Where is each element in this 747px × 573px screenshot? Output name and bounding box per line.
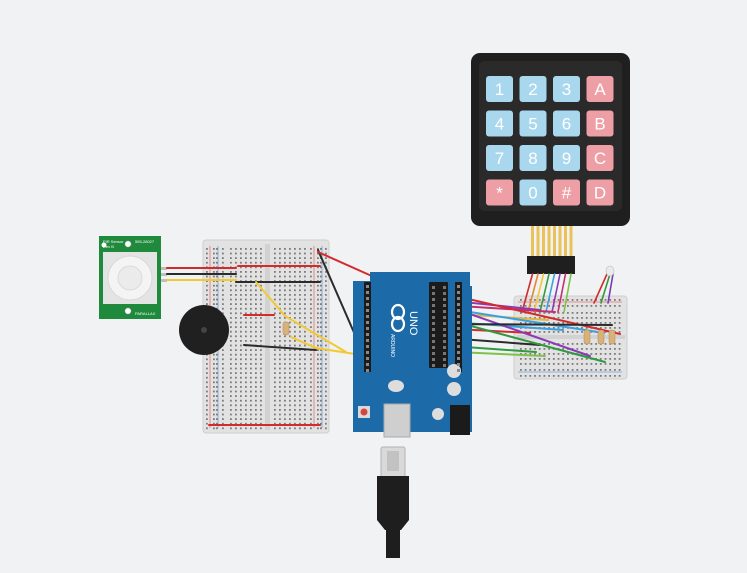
arduino-infinity-logo — [390, 303, 406, 333]
keypad-key-label: 1 — [495, 80, 504, 99]
keypad-key-C[interactable]: C — [586, 145, 614, 171]
keypad-key-label: 8 — [528, 149, 537, 168]
piezo-buzzer[interactable] — [179, 305, 229, 355]
keypad-key-label: 0 — [528, 184, 537, 203]
keypad-key-label: # — [562, 184, 572, 203]
keypad-key-7[interactable]: 7 — [486, 145, 513, 171]
keypad-key-label: 4 — [495, 115, 504, 134]
arduino-uno[interactable]: UNO ARDUINO — [353, 272, 472, 438]
keypad-key-*[interactable]: * — [486, 179, 513, 206]
keypad-key-3[interactable]: 3 — [553, 76, 580, 102]
keypad-key-2[interactable]: 2 — [519, 76, 547, 102]
arduino-brand-label: ARDUINO — [389, 334, 395, 357]
keypad-key-label: B — [594, 115, 605, 134]
pir-name-label: PIR Sensor — [103, 239, 124, 244]
arduino-board-label: UNO — [407, 311, 419, 336]
usb-cable[interactable] — [377, 446, 409, 558]
keypad-key-D[interactable]: D — [586, 179, 614, 206]
pir-rev-label: Rev B — [103, 244, 114, 249]
pir-model-label: 555-28027 — [135, 239, 155, 244]
keypad-key-label: D — [594, 184, 606, 203]
keypad-key-A[interactable]: A — [586, 76, 614, 102]
keypad-key-label: 7 — [495, 149, 504, 168]
keypad-key-5[interactable]: 5 — [519, 110, 547, 137]
pir-brand-label: PARALLAX — [135, 311, 156, 316]
keypad[interactable]: 1 2 3 A 4 5 6 B 7 8 9 C * 0 # D — [471, 53, 630, 274]
keypad-key-label: * — [496, 184, 503, 203]
keypad-key-8[interactable]: 8 — [519, 145, 547, 171]
keypad-key-label: A — [594, 80, 606, 99]
main-breadboard[interactable] — [202, 239, 330, 434]
keypad-key-label: 6 — [562, 115, 571, 134]
keypad-key-1[interactable]: 1 — [486, 76, 513, 102]
keypad-key-label: 5 — [528, 115, 537, 134]
keypad-key-6[interactable]: 6 — [553, 110, 580, 137]
keypad-key-label: C — [594, 149, 606, 168]
pir-sensor[interactable]: PIR Sensor Rev B 555-28027 PARALLAX — [99, 236, 167, 319]
keypad-key-label: 9 — [562, 149, 571, 168]
keypad-ribbon-cable — [531, 226, 573, 256]
keypad-connector — [527, 256, 575, 274]
keypad-key-0[interactable]: 0 — [519, 179, 547, 206]
keypad-key-4[interactable]: 4 — [486, 110, 513, 137]
keypad-key-label: 3 — [562, 80, 571, 99]
usb-plug-icon — [377, 476, 409, 530]
keypad-key-9[interactable]: 9 — [553, 145, 580, 171]
keypad-key-#[interactable]: # — [553, 179, 580, 206]
keypad-key-B[interactable]: B — [586, 110, 614, 137]
keypad-key-label: 2 — [528, 80, 537, 99]
